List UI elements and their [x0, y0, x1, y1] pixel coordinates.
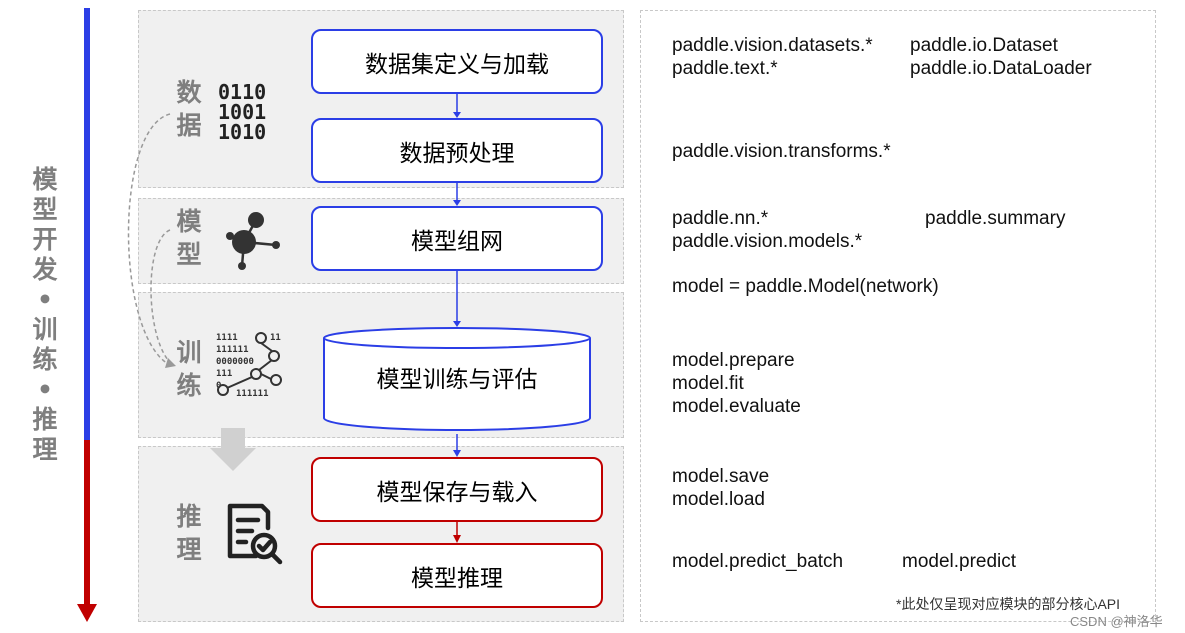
api-panel — [640, 10, 1156, 622]
api-nn-text: paddle.nn.* paddle.vision.models.* — [672, 208, 863, 252]
train-stage-label: 训练 — [176, 338, 202, 400]
timeline-char: 开 — [32, 225, 58, 254]
step-train-eval-label: 模型训练与评估 — [376, 367, 538, 393]
timeline-char: • — [37, 375, 53, 404]
svg-text:1111: 1111 — [216, 333, 238, 343]
timeline-char: • — [37, 285, 53, 314]
timeline-char: 模 — [32, 165, 58, 194]
timeline-char: 型 — [32, 195, 58, 224]
watermark: CSDN @神洛华 — [1070, 614, 1163, 629]
svg-text:111: 111 — [216, 369, 232, 379]
timeline-char: 推 — [32, 405, 58, 434]
timeline-arrow — [77, 8, 97, 622]
timeline-char: 练 — [32, 345, 58, 374]
api-predict-batch-text: model.predict_batch — [672, 551, 844, 572]
timeline-label: 模 型 开 发 • 训 练 • 推 理 — [22, 165, 68, 465]
step-model-save-load: 模型保存与载入 — [311, 457, 603, 522]
api-summary-text: paddle.summary — [925, 208, 1066, 229]
api-transforms-text: paddle.vision.transforms.* — [672, 141, 891, 162]
timeline-char: 理 — [32, 435, 58, 464]
svg-text:11: 11 — [270, 333, 281, 343]
footnote: *此处仅呈现对应模块的部分核心API — [896, 596, 1121, 612]
api-train-text: model.prepare model.fit model.evaluate — [672, 350, 801, 417]
svg-text:111111: 111111 — [236, 389, 269, 399]
api-dataloader-text: paddle.io.Dataset paddle.io.DataLoader — [910, 35, 1092, 79]
binary-data-icon: 0110 1001 1010 — [218, 80, 267, 144]
document-search-icon — [227, 503, 283, 565]
model-stage-label: 模型 — [176, 207, 202, 269]
binary-network-icon: 1111 111111 0000000 111 0 111111 11 — [216, 332, 282, 399]
molecule-network-icon — [226, 212, 280, 270]
gray-down-arrow-icon — [210, 428, 256, 471]
step-data-preprocessing: 数据预处理 — [311, 118, 603, 183]
step-model-inference: 模型推理 — [311, 543, 603, 608]
api-predict-text: model.predict — [902, 551, 1017, 572]
step-train-eval-cylinder — [323, 327, 591, 431]
data-stage-label: 数据 — [176, 78, 202, 140]
api-save-text: model.save model.load — [672, 466, 770, 510]
feedback-arrows — [127, 113, 176, 368]
svg-text:0000000: 0000000 — [216, 357, 254, 367]
step-dataset-loading: 数据集定义与加载 — [311, 29, 603, 94]
svg-text:111111: 111111 — [216, 345, 249, 355]
api-datasets-text: paddle.vision.datasets.* paddle.text.* — [672, 35, 873, 79]
timeline-char: 发 — [32, 255, 58, 284]
step-connectors — [453, 94, 461, 543]
infer-stage-label: 推理 — [176, 502, 202, 564]
step-model-network: 模型组网 — [311, 206, 603, 271]
timeline-char: 训 — [32, 315, 58, 344]
api-model-create-text: model = paddle.Model(network) — [672, 276, 939, 297]
